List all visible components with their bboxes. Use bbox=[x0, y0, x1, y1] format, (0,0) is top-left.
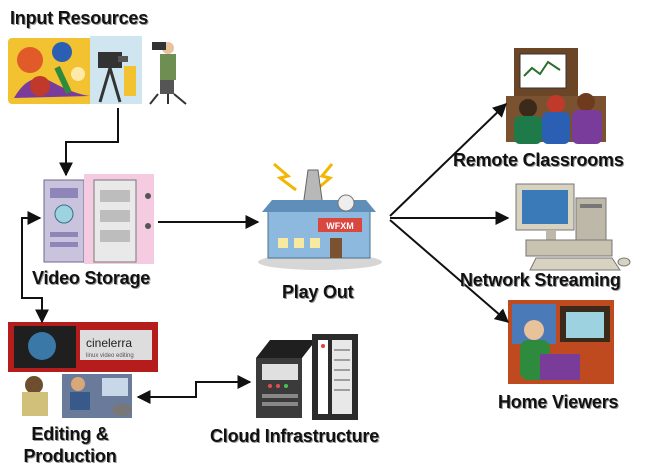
arrow-cloud-editing bbox=[136, 375, 252, 404]
remote-classrooms-image bbox=[506, 48, 606, 144]
cinelerra-subtitle: linux video editing bbox=[86, 353, 134, 359]
play-out-image: WFXM bbox=[258, 162, 382, 270]
network-streaming-image bbox=[515, 183, 631, 271]
label-editing-line2: Production bbox=[23, 446, 117, 466]
label-network-streaming: Network Streaming bbox=[460, 270, 621, 290]
home-viewers-image bbox=[508, 300, 614, 384]
arrow-playout-to-classrooms bbox=[389, 103, 508, 217]
label-remote-classrooms: Remote Classrooms bbox=[453, 150, 624, 170]
label-input-resources: Input Resources bbox=[10, 8, 149, 28]
arrow-storage-editing bbox=[21, 211, 49, 324]
label-home-viewers: Home Viewers bbox=[498, 392, 619, 412]
cloud-infrastructure-image bbox=[256, 334, 358, 420]
arrow-playout-to-home bbox=[389, 219, 510, 323]
label-video-storage: Video Storage bbox=[32, 268, 151, 288]
label-play-out: Play Out bbox=[282, 282, 354, 302]
editing-production-image: cinelerra linux video editing bbox=[8, 322, 158, 418]
video-storage-image bbox=[43, 174, 154, 264]
connectors bbox=[21, 103, 510, 404]
label-editing-line1: Editing & bbox=[31, 424, 109, 444]
play-out-sign: WFXM bbox=[326, 221, 354, 231]
label-cloud-infrastructure: Cloud Infrastructure bbox=[210, 426, 380, 446]
input-resources-image bbox=[8, 36, 187, 105]
arrow-input-to-storage bbox=[59, 108, 119, 177]
cinelerra-title: cinelerra bbox=[86, 336, 132, 350]
